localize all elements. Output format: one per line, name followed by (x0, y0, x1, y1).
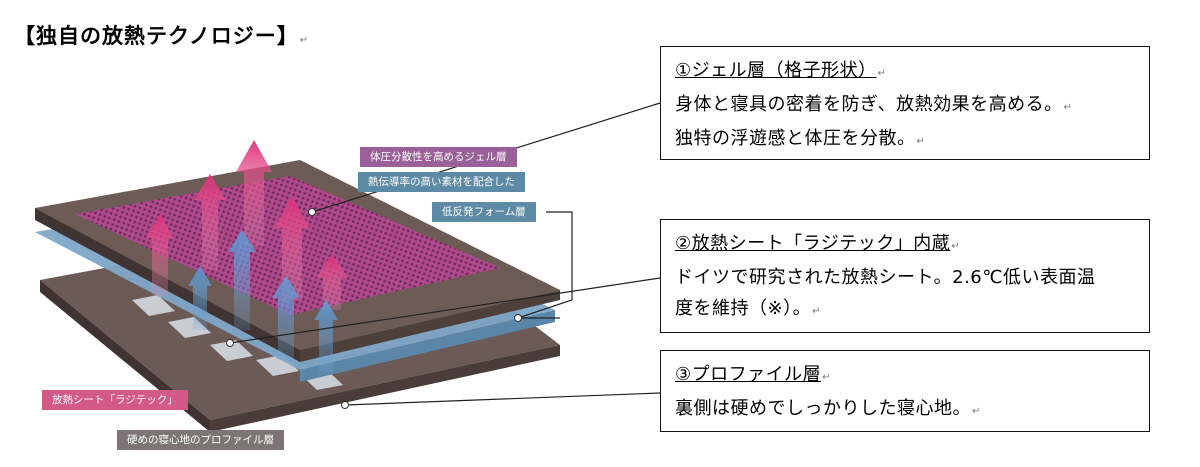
callout-line: 身体と寝具の密着を防ぎ、放熱効果を高める。 (675, 94, 1063, 115)
arrow-up-icon (316, 254, 348, 310)
paragraph-mark: ↵ (877, 68, 887, 79)
callout-line: 度を維持（※）。 (675, 298, 812, 319)
arrow-up-icon (194, 174, 226, 270)
callout-heading: ②放熱シート「ラジテック」内蔵 (675, 233, 951, 254)
radiation-sheet-tag: 放熱シート「ラジテック」 (42, 390, 188, 410)
callout-radiation-sheet: ②放熱シート「ラジテック」内蔵↵ ドイツで研究された放熱シート。2.6℃低い表面… (660, 219, 1150, 333)
arrow-up-icon (274, 196, 310, 300)
foam-layer-tag: 低反発フォーム層 (432, 202, 536, 222)
callout-gel-layer: ①ジェル層（格子形状）↵ 身体と寝具の密着を防ぎ、放熱効果を高める。↵ 独特の浮… (660, 46, 1150, 160)
callout-profile-layer: ③プロファイル層↵ 裏側は硬めでしっかりした寝心地。↵ (660, 350, 1150, 432)
leader-dots (226, 208, 522, 409)
sheet-info-tag: 熱伝導率の高い素材を配合した (358, 172, 525, 192)
callout-line: 独特の浮遊感と体圧を分散。 (675, 128, 916, 149)
profile-layer-tag: 硬めの寝心地のプロファイル層 (117, 430, 284, 450)
callout-line: 裏側は硬めでしっかりした寝心地。 (675, 398, 971, 419)
callout-heading: ③プロファイル層 (675, 364, 822, 385)
arrow-up-icon (314, 300, 338, 372)
paragraph-mark: ↵ (972, 406, 981, 417)
arrow-up-icon (228, 230, 256, 330)
paragraph-mark: ↵ (299, 35, 310, 46)
arrow-up-icon (236, 140, 272, 246)
arrow-up-icon (272, 276, 300, 360)
paragraph-mark: ↵ (916, 136, 926, 147)
paragraph-mark: ↵ (812, 306, 821, 317)
callout-heading: ①ジェル層（格子形状） (675, 60, 877, 81)
callout-line: ドイツで研究された放熱シート。2.6℃低い表面温 (675, 267, 1096, 288)
page-title-text: 【独自の放熱テクノロジー】 (14, 24, 299, 48)
paragraph-mark: ↵ (1063, 102, 1073, 113)
gel-layer-tag: 体圧分散性を高めるジェル層 (360, 147, 517, 167)
paragraph-mark: ↵ (822, 372, 832, 383)
heat-arrows (146, 140, 348, 372)
paragraph-mark: ↵ (951, 241, 961, 252)
page-title: 【独自の放熱テクノロジー】↵ (14, 20, 309, 50)
arrow-up-icon (188, 266, 212, 330)
arrow-up-icon (146, 214, 174, 296)
